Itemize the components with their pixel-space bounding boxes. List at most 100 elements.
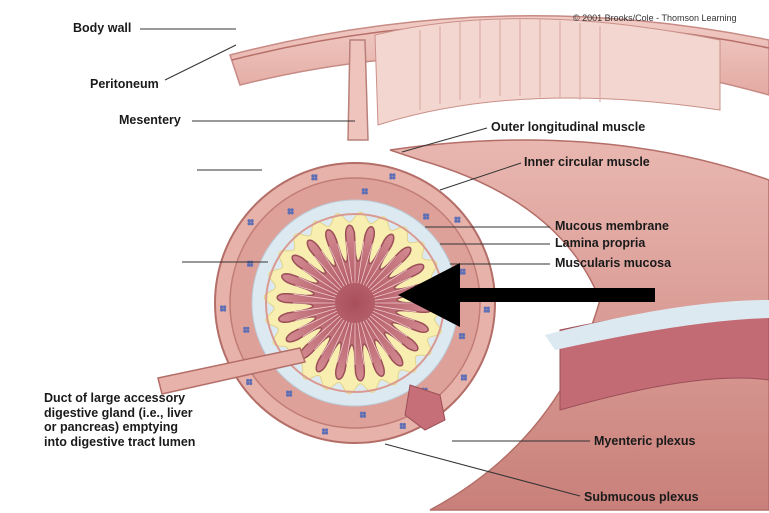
villus-line (337, 243, 350, 284)
villus-line (298, 310, 337, 330)
villus-line (367, 255, 396, 289)
plexus-dot (324, 428, 329, 432)
plexus-dot (389, 176, 393, 180)
villus-line (293, 293, 336, 301)
villus-line (362, 246, 382, 285)
villus-line (337, 322, 350, 363)
duct-opening-fold (404, 384, 446, 431)
villus-line (373, 276, 412, 296)
plexus-dot (454, 219, 458, 223)
plexus-dot (361, 191, 365, 195)
plexus-dot (362, 411, 366, 415)
plexus-dot (247, 263, 251, 267)
plexus-dot (250, 263, 254, 267)
plexus-dot (463, 374, 467, 378)
plexus-dot (483, 309, 487, 313)
plexus-dot (220, 308, 224, 312)
plexus-dot (290, 211, 294, 215)
villus-line (362, 321, 382, 360)
plexus-dot (311, 174, 315, 178)
plexus-dot (249, 381, 253, 386)
label-mucous-membrane: Mucous membrane (555, 219, 669, 233)
villus-line (374, 285, 415, 298)
plexus-dot (220, 305, 224, 309)
label-submucous-plexus: Submucous plexus (584, 490, 699, 504)
plexus-dot (250, 219, 254, 223)
plexus-dot (402, 425, 406, 430)
plexus-dot (454, 216, 458, 220)
label-peritoneum: Peritoneum (90, 77, 159, 91)
plexus-dot (287, 211, 291, 215)
villus-line (307, 315, 341, 344)
pointer-arrow (398, 263, 655, 327)
plexus-dot (461, 336, 466, 340)
plexus-dot (460, 377, 464, 381)
villus-lines (293, 241, 417, 365)
villus-line (293, 305, 336, 313)
plexus-dot (402, 422, 406, 427)
villus-line (371, 269, 408, 293)
villus-line (302, 313, 339, 337)
plexus-dot (392, 176, 396, 180)
plexus-dots (220, 173, 490, 435)
villus-line (328, 246, 348, 285)
plexus-dot (364, 188, 368, 192)
plexus-dot (423, 213, 427, 217)
plexus-dot (223, 305, 227, 309)
plexus-dot (364, 191, 368, 195)
plexus-dot (399, 425, 403, 430)
villus-line (367, 317, 396, 351)
plexus-dot (247, 219, 251, 223)
plexus-dot (483, 306, 487, 310)
plexus-dot (486, 309, 490, 313)
villus-line (360, 243, 373, 284)
plexus-dot (426, 213, 430, 217)
villus-line (374, 305, 417, 313)
villus-line (371, 313, 408, 337)
villus-line (321, 319, 345, 356)
label-muscularis-mucosa: Muscularis mucosa (555, 256, 672, 270)
plexus-dot (314, 177, 318, 181)
mesentery (347, 39, 369, 141)
villus-line (295, 285, 336, 298)
plexus-dot (458, 336, 463, 340)
plexus-dot (247, 222, 251, 226)
villus-line (328, 321, 348, 360)
villus-line (302, 269, 339, 293)
villus-line (314, 255, 343, 289)
plexus-dot (389, 173, 393, 177)
villus-line (360, 322, 373, 363)
plexus-dot (462, 268, 466, 272)
plexus-dot (461, 333, 466, 337)
label-outer-longitudinal-muscle: Outer longitudinal muscle (491, 120, 646, 134)
plexus-dot (287, 208, 291, 212)
plexus-dot (457, 216, 461, 220)
villus-line (298, 276, 337, 296)
label-inner-circular-muscle: Inner circular muscle (524, 155, 650, 169)
plexus-dot (324, 431, 329, 435)
plexus-dot (246, 381, 250, 386)
plexus-dot (321, 428, 326, 432)
plexus-dot (459, 271, 463, 275)
villus-line (373, 310, 412, 330)
label-myenteric-plexus: Myenteric plexus (594, 434, 696, 448)
copyright-credit: © 2001 Brooks/Cole - Thomson Learning (573, 13, 737, 23)
plexus-dot (359, 414, 363, 418)
plexus-dot (290, 208, 294, 212)
plexus-dot (286, 393, 290, 397)
plexus-dot (457, 219, 461, 223)
accessory-gland-duct (157, 347, 306, 395)
mesentery-striations (419, 18, 601, 110)
tract-tube (389, 139, 769, 511)
plexus-dot (289, 390, 293, 394)
label-lamina-propria: Lamina propria (555, 236, 646, 250)
villus-line (357, 241, 365, 284)
plexus-dot (223, 308, 227, 312)
label-body-wall: Body wall (73, 21, 132, 35)
villus-line (357, 322, 365, 365)
villus-line (374, 308, 415, 321)
plexus-dot (399, 422, 403, 427)
plexus-dot (243, 329, 247, 333)
villus-line (365, 319, 389, 356)
